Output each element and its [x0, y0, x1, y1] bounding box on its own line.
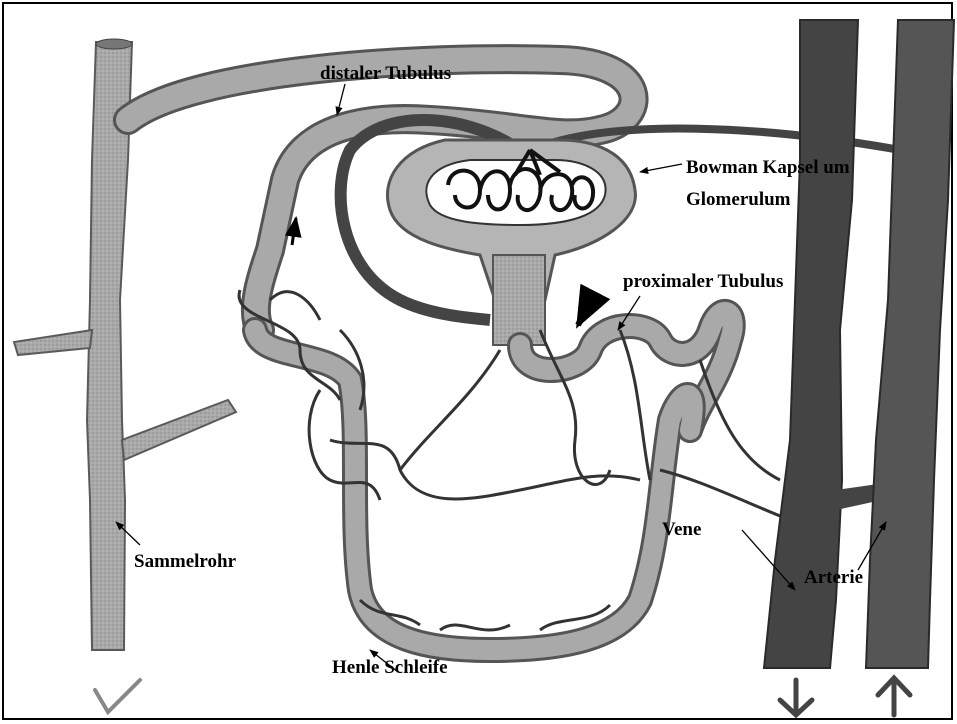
flow-arrows-bottom: [95, 678, 910, 715]
label-distaler-tubulus: distaler Tubulus: [320, 62, 451, 86]
henle-loop: [255, 330, 693, 650]
label-glomerulum: Glomerulum: [686, 188, 791, 212]
label-proximaler-tubulus: proximaler Tubulus: [623, 270, 783, 294]
artery: [866, 20, 954, 668]
label-sammelrohr: Sammelrohr: [134, 550, 236, 574]
label-arterie: Arterie: [804, 566, 863, 590]
label-vene: Vene: [662, 518, 701, 542]
label-bowman-kapsel: Bowman Kapsel um: [686, 156, 850, 180]
label-henle-schleife: Henle Schleife: [332, 656, 448, 680]
